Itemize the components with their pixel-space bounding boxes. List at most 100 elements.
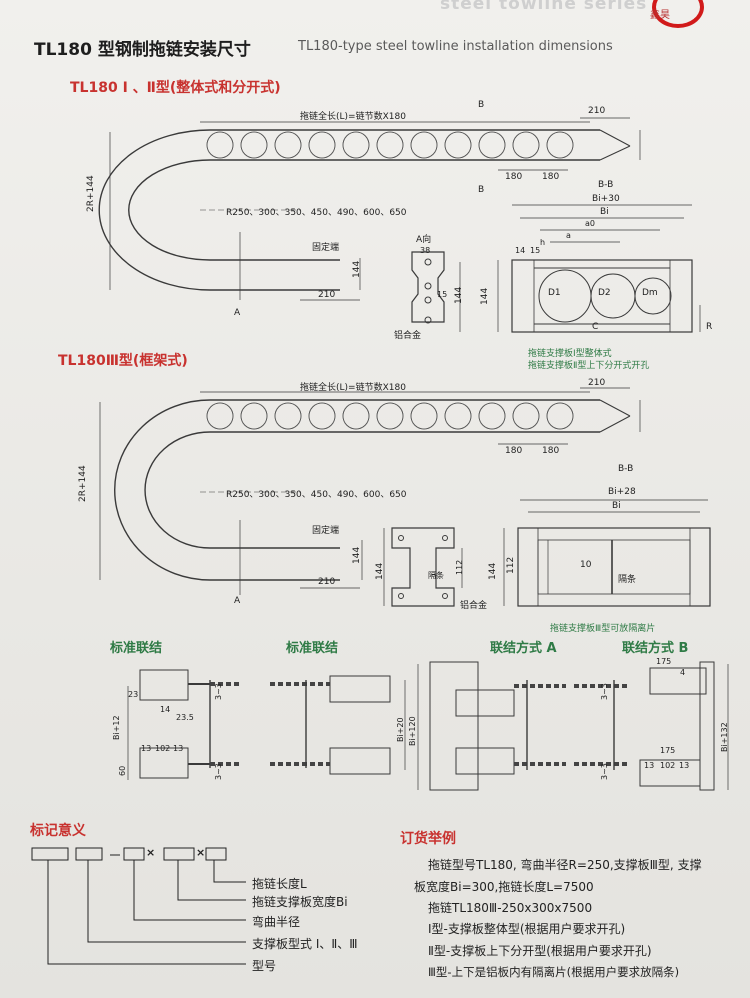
ordering-line-3: 拖链TL180Ⅲ-250x300x7500 [428,901,593,915]
chain-link [342,131,370,159]
chain-drawing-type-3 [99,387,641,595]
chain-link [308,402,336,430]
dim-210-bottom-3: 210 [318,577,336,587]
dim-bi-120: Bi+120 [408,716,417,746]
dim-23-5: 23.5 [176,713,194,722]
chain-link [444,131,472,159]
dim-102-a: 102 [155,744,171,753]
dim-112-frame: 112 [455,559,464,575]
marking-item-radius: 弯曲半径 [252,915,301,929]
radius-list-3: R250、300、350、450、490、600、650 [226,490,407,500]
dim-175-top: 175 [656,657,672,666]
dim-60: 60 [118,765,127,776]
dim-144: 144 [352,260,362,278]
dim-38: 38 [420,246,431,255]
arrow-b-top: B [478,100,485,110]
dim-13-b: 13 [173,744,184,753]
page-subtitle: TL180-type steel towline installation di… [298,39,613,54]
series-header: steel towline series [440,0,648,14]
dim-3-3-a: 3~3 [214,683,223,700]
alloy-frame-view-3 [383,527,463,607]
chain-drawing-type-1-2 [98,117,641,301]
dim-15: 15 [437,290,448,299]
dim-210: 210 [588,106,606,116]
dim-180-b-3: 180 [542,446,560,456]
dim-bi-3: Bi [612,501,621,511]
connection-mode-a-title: 联结方式 A [490,641,557,656]
dim-144-3: 144 [352,546,362,564]
dim-3-3-b: 3~3 [214,763,223,780]
marking-item-length: 拖链长度L [252,877,307,891]
page-title: TL180 型钢制拖链安装尺寸 [34,40,251,60]
cross-section-bb-1 [497,204,701,333]
dim-height-3: 2R+144 [78,465,88,502]
chain-link [240,402,268,430]
partition-label: 隔条 [428,571,444,580]
dim-bi: Bi [600,207,609,217]
dim-height: 2R+144 [86,175,96,212]
dim-a: a [566,231,571,240]
brand-name: 鑫昊 [650,10,670,21]
dim-3-3-c: 3~3 [600,683,609,700]
dim-3-3-d: 3~3 [600,763,609,780]
dim-13-d: 13 [679,761,690,770]
chain-link [546,131,574,159]
fixed-end-label-3: 固定端 [312,526,340,536]
chain-link [274,402,302,430]
chain-link [376,402,404,430]
connection-standard-2 [270,675,406,775]
chain-link [274,131,302,159]
dim-15-bb: 15 [530,246,541,255]
connection-mode-a [417,661,566,791]
chain-link [240,131,268,159]
cross-section-bb-3 [503,499,711,607]
dim-180-a: 180 [505,172,523,182]
ordering-title: 订货举例 [400,831,456,847]
ordering-line-5: Ⅱ型-支撑板上下分开型(根据用户要求开孔) [428,944,652,958]
hole-d1: D1 [548,288,561,298]
dim-144-plate: 144 [454,286,464,304]
section-bb-label-3: B-B [618,464,634,474]
dim-180-a-3: 180 [505,446,523,456]
arrow-a-label: A [234,308,241,318]
total-length-label: 拖链全长(L)=链节数X180 [300,112,406,122]
dim-13-a: 13 [141,744,152,753]
dim-144-frame: 144 [375,562,385,580]
alloy-plate-view-1 [411,251,461,332]
connection-standard-1-title: 标准联结 [110,641,163,656]
ordering-line-2: 板宽度Bi=300,拖链长度L=7500 [414,880,594,894]
hole-d2: D2 [598,288,611,298]
dim-23: 23 [128,690,139,699]
marking-separator-2: × [196,846,206,859]
connection-mode-b-title: 联结方式 B [622,641,689,656]
dim-112-bb-3: 112 [506,556,516,574]
marking-title: 标记意义 [30,823,86,839]
dim-bi-20: Bi+20 [396,717,405,742]
dim-144-bb: 144 [480,287,490,305]
chain-link [478,402,506,430]
connection-standard-2-title: 标准联结 [286,641,339,656]
partition-label-bb: 隔条 [618,575,637,585]
chain-link [410,402,438,430]
dim-h: h [540,238,546,247]
dim-102-b: 102 [660,761,676,770]
chain-link [512,131,540,159]
chain-link [410,131,438,159]
dim-r: R [706,322,713,332]
chain-link [444,402,472,430]
ordering-line-1: 拖链型号TL180, 弯曲半径R=250,支撑板Ⅲ型, 支撑 [428,858,702,872]
connection-standard-1 [127,669,240,780]
dim-210-bottom: 210 [318,290,336,300]
marking-separator-1: × [146,846,156,859]
marking-item-model: 型号 [252,959,277,973]
dim-bi-30: Bi+30 [592,194,620,204]
arrow-a-label-3: A [234,596,241,606]
alloy-label: 铝合金 [394,331,422,341]
chain-link [206,131,234,159]
marking-diagram [31,847,246,965]
chain-link [308,131,336,159]
dim-210-3: 210 [588,378,606,388]
connection-mode-b [574,661,729,791]
